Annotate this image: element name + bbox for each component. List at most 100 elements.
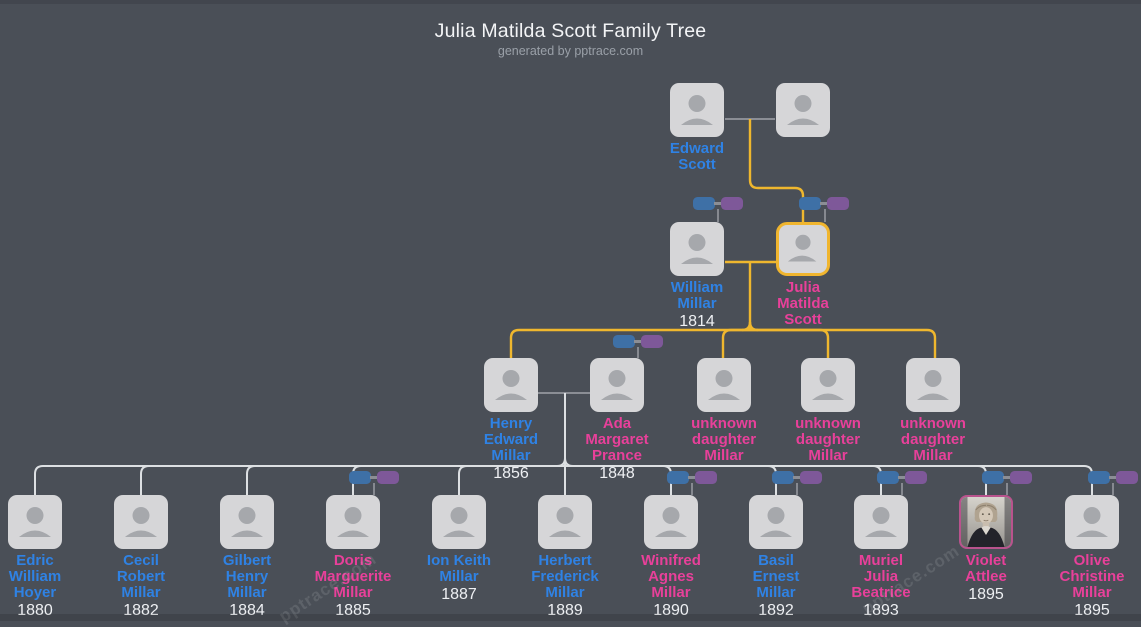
person-card[interactable] xyxy=(906,358,960,412)
person-node-cecil-robert-millar[interactable]: Cecil Robert Millar 1882 xyxy=(89,495,193,619)
person-name: Doris Marguerite Millar xyxy=(314,552,392,601)
father-pill-icon[interactable] xyxy=(693,197,715,210)
person-name: Winifred Agnes Millar xyxy=(641,552,701,601)
person-silhouette-icon xyxy=(787,234,817,262)
hidden-parents-toggle-ada[interactable] xyxy=(613,335,663,348)
person-name: Violet Attlee xyxy=(965,552,1007,585)
mother-pill-icon[interactable] xyxy=(641,335,663,348)
person-card[interactable] xyxy=(326,495,380,549)
person-node-julia-matilda-scott[interactable]: Julia Matilda Scott xyxy=(748,222,858,328)
person-node-unnamed-spouse[interactable] xyxy=(748,83,858,137)
father-pill-icon[interactable] xyxy=(667,471,689,484)
pill-link-line xyxy=(1109,476,1117,479)
father-pill-icon[interactable] xyxy=(877,471,899,484)
person-card[interactable] xyxy=(854,495,908,549)
hidden-parents-toggle-violet[interactable] xyxy=(982,471,1032,484)
hidden-parents-toggle-olive[interactable] xyxy=(1088,471,1138,484)
person-silhouette-icon xyxy=(681,95,713,125)
person-node-herbert-frederick-millar[interactable]: Herbert Frederick Millar 1889 xyxy=(513,495,617,619)
person-card[interactable] xyxy=(484,358,538,412)
person-card[interactable] xyxy=(8,495,62,549)
person-silhouette-icon xyxy=(495,370,527,400)
hidden-parents-toggle-basil[interactable] xyxy=(772,471,822,484)
hidden-parents-toggle-julia[interactable] xyxy=(799,197,849,210)
person-node-ada-margaret-prance[interactable]: Ada Margaret Prance 1848 xyxy=(562,358,672,482)
person-silhouette-icon xyxy=(443,507,475,537)
person-node-unknown-daughter-1[interactable]: unknown daughter Millar xyxy=(669,358,779,464)
person-name: Olive Christine Millar xyxy=(1059,552,1125,601)
mother-pill-icon[interactable] xyxy=(1010,471,1032,484)
person-card[interactable] xyxy=(538,495,592,549)
person-node-doris-marguerite-millar[interactable]: Doris Marguerite Millar 1885 xyxy=(301,495,405,619)
person-node-henry-edward-millar[interactable]: Henry Edward Millar 1856 xyxy=(456,358,566,482)
person-silhouette-icon xyxy=(865,507,897,537)
person-name: Herbert Frederick Millar xyxy=(531,552,599,601)
pill-link-line xyxy=(898,476,906,479)
pill-link-line xyxy=(1003,476,1011,479)
person-card[interactable] xyxy=(670,83,724,137)
person-card[interactable] xyxy=(1065,495,1119,549)
person-card[interactable] xyxy=(432,495,486,549)
mother-pill-icon[interactable] xyxy=(905,471,927,484)
person-node-william-millar[interactable]: William Millar 1814 xyxy=(642,222,752,330)
person-node-gilbert-henry-millar[interactable]: Gilbert Henry Millar 1884 xyxy=(195,495,299,619)
father-pill-icon[interactable] xyxy=(613,335,635,348)
person-year: 1890 xyxy=(653,602,689,619)
hidden-parents-toggle-william[interactable] xyxy=(693,197,743,210)
person-node-violet-attlee[interactable]: Violet Attlee 1895 xyxy=(934,495,1038,603)
father-pill-icon[interactable] xyxy=(772,471,794,484)
person-card-highlighted[interactable] xyxy=(776,222,830,276)
person-photo[interactable] xyxy=(959,495,1013,549)
person-card[interactable] xyxy=(114,495,168,549)
hidden-parents-toggle-muriel[interactable] xyxy=(877,471,927,484)
person-card[interactable] xyxy=(220,495,274,549)
person-silhouette-icon xyxy=(19,507,51,537)
pill-link-line xyxy=(634,340,642,343)
person-name: Gilbert Henry Millar xyxy=(222,552,272,601)
person-node-muriel-julia-beatrice[interactable]: Muriel Julia Beatrice 1893 xyxy=(829,495,933,619)
person-card[interactable] xyxy=(776,83,830,137)
father-pill-icon[interactable] xyxy=(982,471,1004,484)
hidden-parents-toggle-doris[interactable] xyxy=(349,471,399,484)
person-name: William Millar xyxy=(670,279,724,312)
person-node-winifred-agnes-millar[interactable]: Winifred Agnes Millar 1890 xyxy=(619,495,723,619)
father-pill-icon[interactable] xyxy=(799,197,821,210)
person-card[interactable] xyxy=(697,358,751,412)
hidden-parents-toggle-winifred[interactable] xyxy=(667,471,717,484)
person-node-olive-christine-millar[interactable]: Olive Christine Millar 1895 xyxy=(1040,495,1141,619)
person-card[interactable] xyxy=(801,358,855,412)
person-node-ion-keith-millar[interactable]: Ion Keith Millar 1887 xyxy=(407,495,511,603)
mother-pill-icon[interactable] xyxy=(1116,471,1138,484)
person-year: 1893 xyxy=(863,602,899,619)
person-year: 1892 xyxy=(758,602,794,619)
person-year: 1880 xyxy=(17,602,53,619)
person-name: unknown daughter Millar xyxy=(795,415,861,464)
person-silhouette-icon xyxy=(1076,507,1108,537)
person-silhouette-icon xyxy=(917,370,949,400)
person-silhouette-icon xyxy=(681,234,713,264)
person-node-unknown-daughter-3[interactable]: unknown daughter Millar xyxy=(878,358,988,464)
person-name: Julia Matilda Scott xyxy=(777,279,829,328)
person-card[interactable] xyxy=(590,358,644,412)
mother-pill-icon[interactable] xyxy=(721,197,743,210)
person-node-edward-scott[interactable]: Edward Scott xyxy=(642,83,752,173)
mother-pill-icon[interactable] xyxy=(800,471,822,484)
person-card[interactable] xyxy=(644,495,698,549)
person-silhouette-icon xyxy=(812,370,844,400)
person-silhouette-icon xyxy=(760,507,792,537)
person-silhouette-icon xyxy=(125,507,157,537)
father-pill-icon[interactable] xyxy=(1088,471,1110,484)
person-card[interactable] xyxy=(670,222,724,276)
person-year: 1885 xyxy=(335,602,371,619)
mother-pill-icon[interactable] xyxy=(827,197,849,210)
person-year: 1848 xyxy=(599,465,635,482)
bottom-edge-shade xyxy=(0,614,1141,621)
person-node-unknown-daughter-2[interactable]: unknown daughter Millar xyxy=(773,358,883,464)
mother-pill-icon[interactable] xyxy=(695,471,717,484)
person-node-edric-william-hoyer[interactable]: Edric William Hoyer 1880 xyxy=(0,495,87,619)
mother-pill-icon[interactable] xyxy=(377,471,399,484)
father-pill-icon[interactable] xyxy=(349,471,371,484)
person-card[interactable] xyxy=(749,495,803,549)
person-node-basil-ernest-millar[interactable]: Basil Ernest Millar 1892 xyxy=(724,495,828,619)
